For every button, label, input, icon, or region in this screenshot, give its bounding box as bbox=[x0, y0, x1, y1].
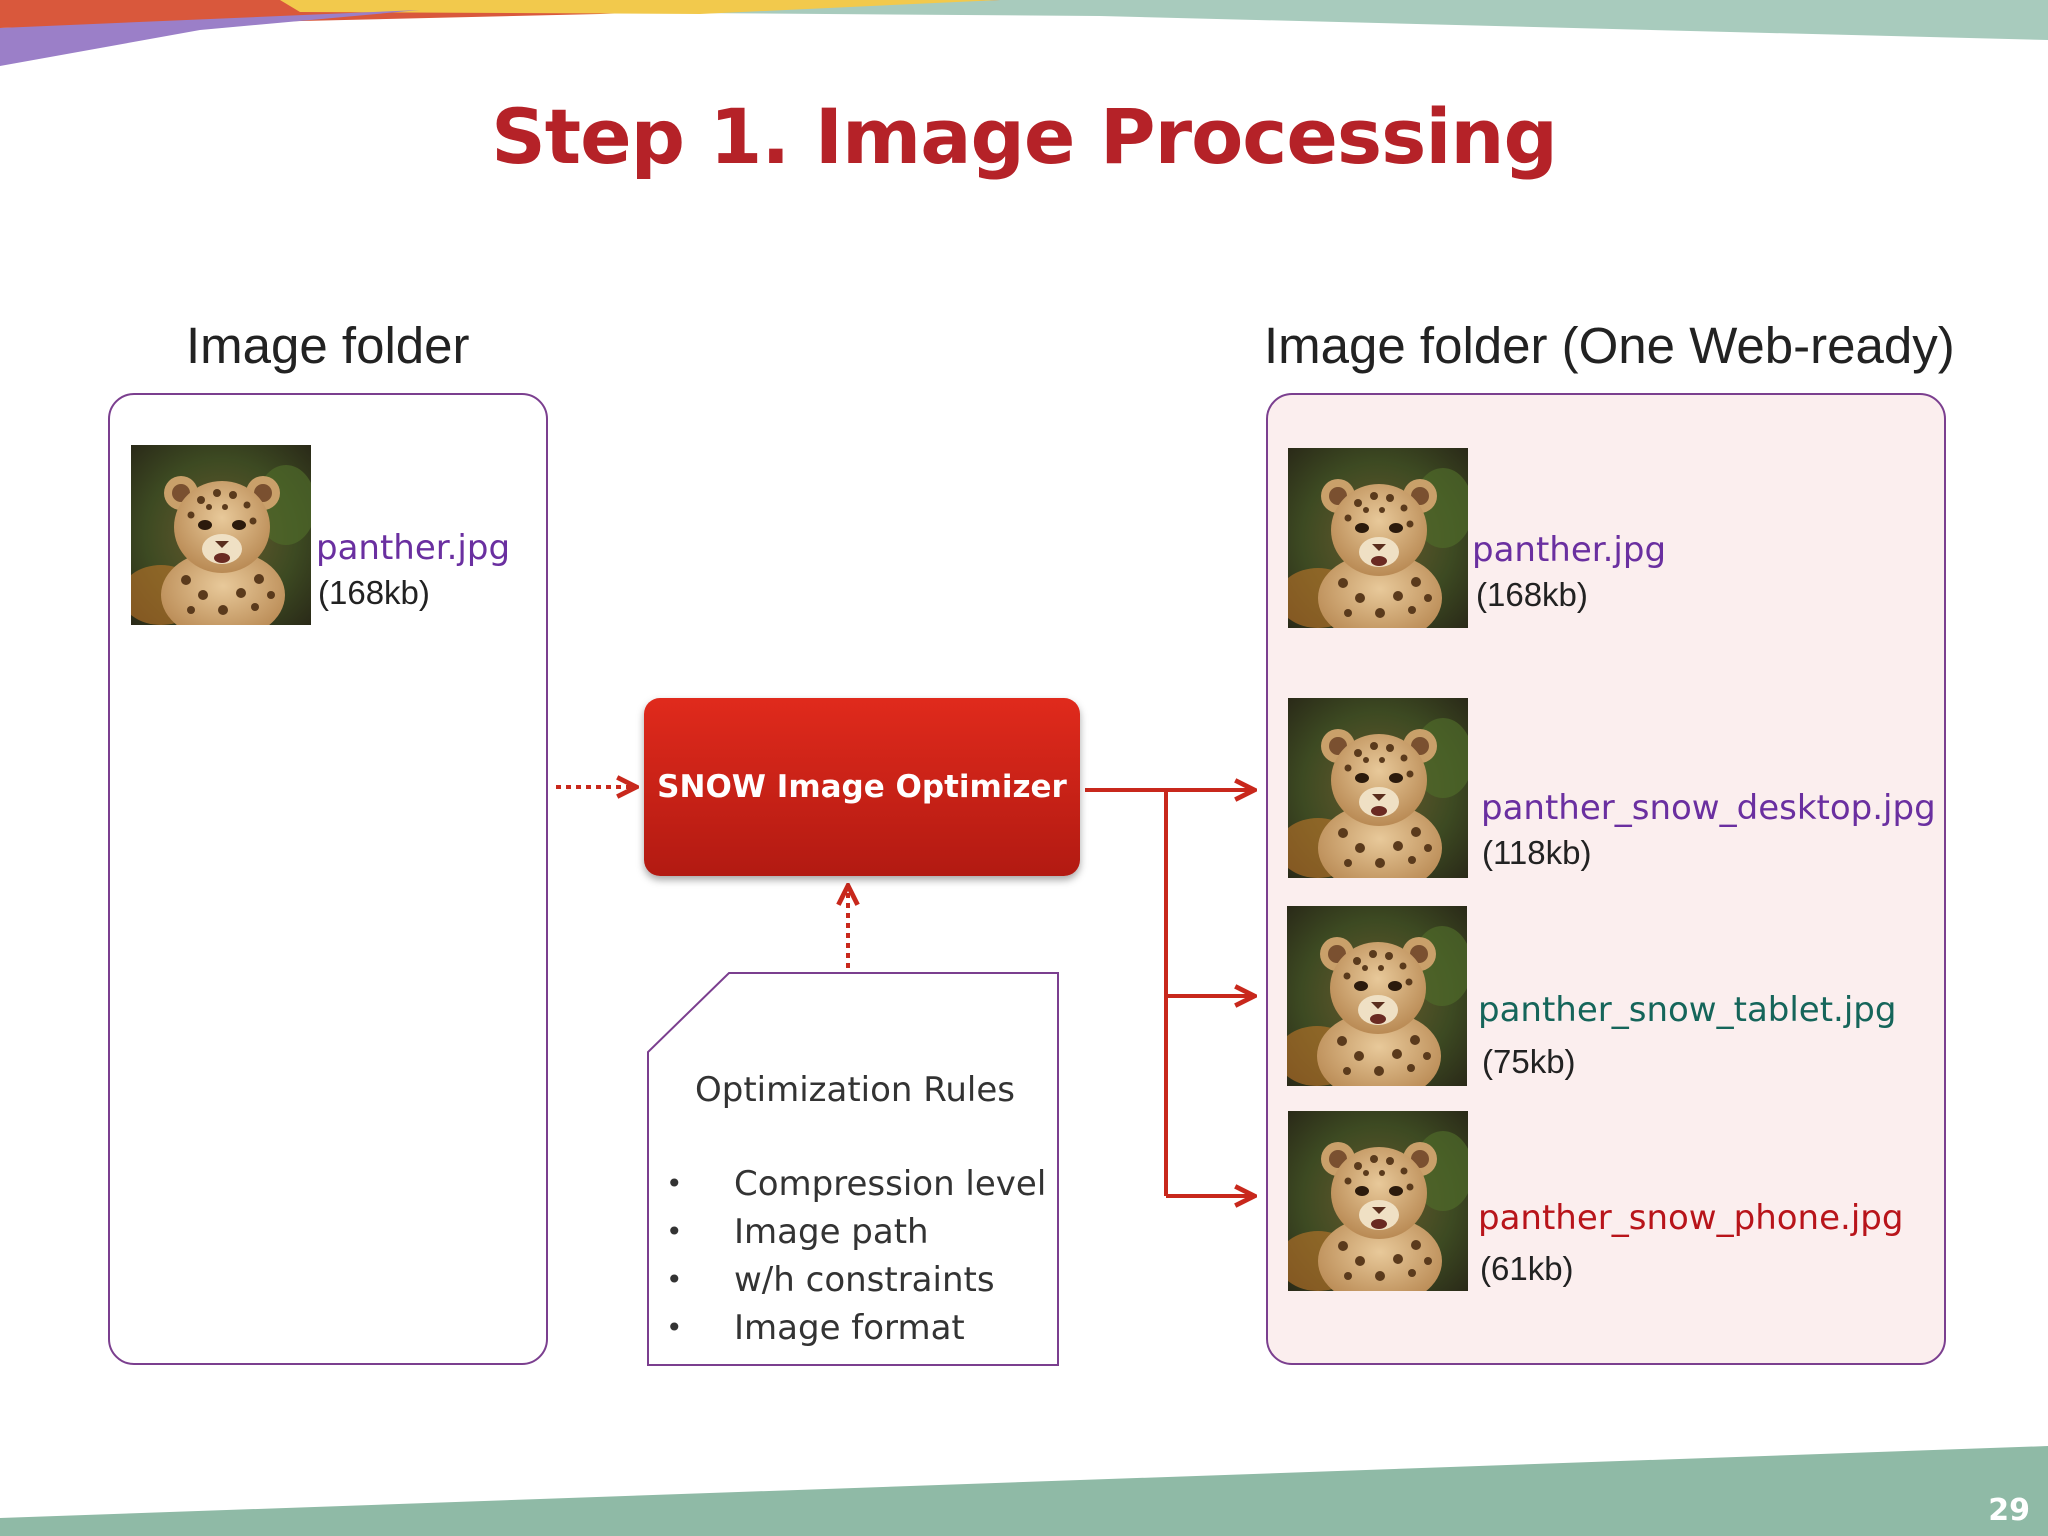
output-file-size: (75kb) bbox=[1482, 1043, 1576, 1080]
rule-item: •Image format bbox=[666, 1308, 965, 1348]
rule-item: •Image path bbox=[666, 1212, 929, 1252]
output-file-size: (61kb) bbox=[1480, 1250, 1574, 1287]
leopard-cub-photo-icon bbox=[1287, 906, 1467, 1086]
output-thumbnail bbox=[1288, 1111, 1468, 1291]
output-file-name: panther.jpg bbox=[1472, 530, 1667, 570]
output-file-name: panther_snow_tablet.jpg bbox=[1478, 990, 1897, 1030]
source-thumbnail bbox=[131, 445, 311, 625]
leopard-cub-photo-icon bbox=[1288, 698, 1468, 878]
rule-item: •Compression level bbox=[666, 1164, 1047, 1204]
output-thumbnail bbox=[1288, 448, 1468, 628]
rule-item: •w/h constraints bbox=[666, 1260, 995, 1300]
output-file-name: panther_snow_phone.jpg bbox=[1478, 1198, 1904, 1238]
source-file-size: (168kb) bbox=[318, 574, 430, 611]
output-thumbnail bbox=[1288, 698, 1468, 878]
bottom-band bbox=[0, 1446, 2048, 1536]
output-file-size: (168kb) bbox=[1476, 576, 1588, 613]
leopard-cub-photo-icon bbox=[1288, 448, 1468, 628]
source-file-name: panther.jpg bbox=[316, 528, 511, 568]
top-band-purple bbox=[0, 10, 420, 66]
leopard-cub-photo-icon bbox=[131, 445, 311, 625]
rules-title: Optimization Rules bbox=[694, 1070, 1016, 1110]
output-folder-heading: Image folder (One Web-ready) bbox=[1264, 317, 1955, 374]
output-file-name: panther_snow_desktop.jpg bbox=[1481, 788, 1936, 828]
output-file-size: (118kb) bbox=[1482, 834, 1592, 871]
leopard-cub-photo-icon bbox=[1288, 1111, 1468, 1291]
slide-title: Step 1. Image Processing bbox=[491, 92, 1558, 181]
source-folder-heading: Image folder bbox=[186, 317, 470, 374]
optimizer-box: SNOW Image Optimizer bbox=[644, 698, 1080, 876]
output-thumbnail bbox=[1287, 906, 1467, 1086]
top-band-yellow bbox=[280, 0, 1000, 14]
optimizer-label: SNOW Image Optimizer bbox=[657, 769, 1067, 805]
page-number: 29 bbox=[1988, 1493, 2030, 1528]
rules-document bbox=[647, 972, 1059, 1366]
rules-list: •Compression level •Image path •w/h cons… bbox=[660, 1160, 1046, 1352]
